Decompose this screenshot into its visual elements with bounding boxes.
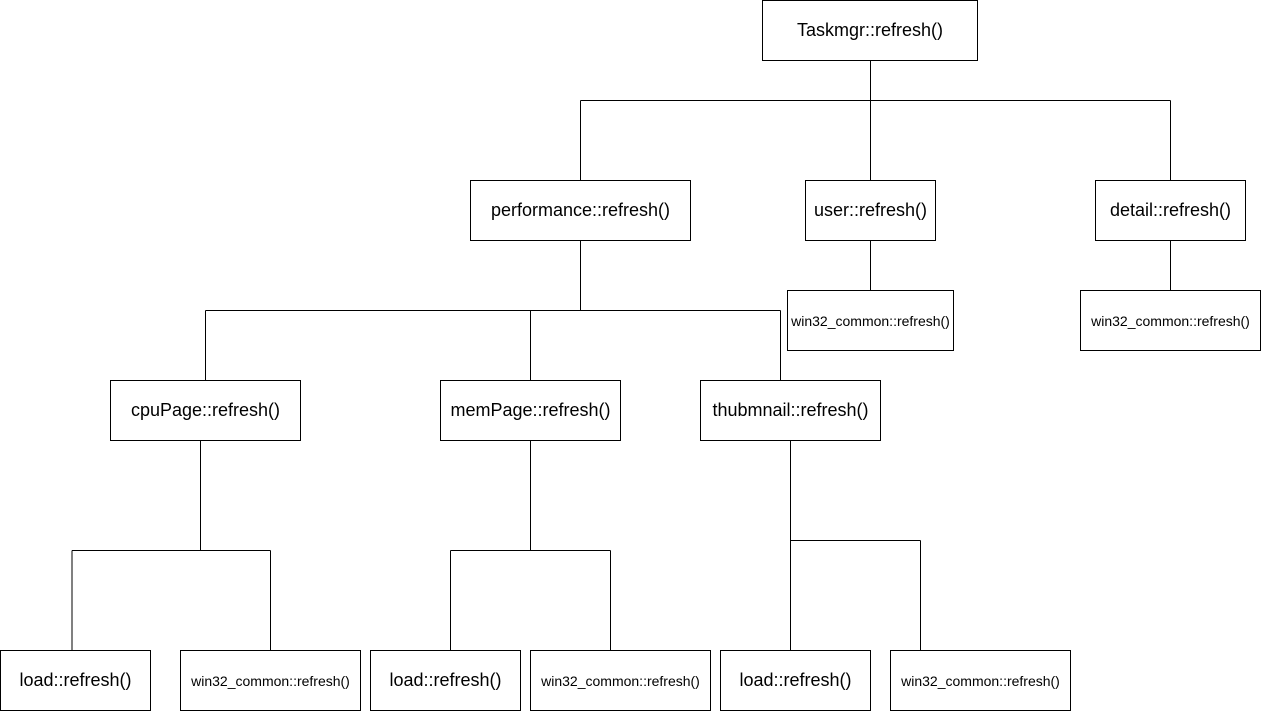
node-thumb-load-refresh: load::refresh() <box>720 650 871 711</box>
node-thumbnail-refresh: thubmnail::refresh() <box>700 380 881 441</box>
node-mempage-refresh: memPage::refresh() <box>440 380 621 441</box>
node-mem-load-refresh: load::refresh() <box>370 650 521 711</box>
node-taskmgr-refresh: Taskmgr::refresh() <box>762 0 978 61</box>
node-performance-refresh: performance::refresh() <box>470 180 691 241</box>
node-cpu-win32-common-refresh: win32_common::refresh() <box>180 650 361 711</box>
node-mem-win32-common-refresh: win32_common::refresh() <box>530 650 711 711</box>
node-user-refresh: user::refresh() <box>805 180 936 241</box>
node-thumb-win32-common-refresh: win32_common::refresh() <box>890 650 1071 711</box>
node-cpupage-refresh: cpuPage::refresh() <box>110 380 301 441</box>
node-cpu-load-refresh: load::refresh() <box>0 650 151 711</box>
node-detail-win32-common-refresh: win32_common::refresh() <box>1080 290 1261 351</box>
node-detail-refresh: detail::refresh() <box>1095 180 1246 241</box>
node-user-win32-common-refresh: win32_common::refresh() <box>787 290 954 351</box>
